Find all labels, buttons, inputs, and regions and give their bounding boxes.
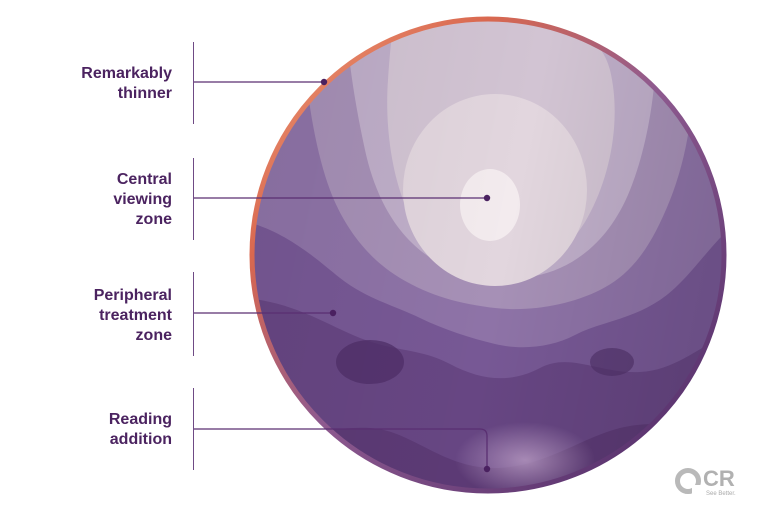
label-peripheral-treatment-zone: Peripheral treatment zone [0, 286, 172, 346]
logo-text: CR [703, 466, 735, 491]
lens-shading [252, 19, 724, 491]
leader-lines [194, 81, 488, 469]
dot-thinner [320, 78, 328, 86]
label-line: viewing [113, 191, 172, 208]
label-line: addition [109, 431, 172, 448]
label-divider-thinner [193, 42, 194, 124]
dot-peripheral [329, 309, 337, 317]
dot-central [483, 194, 491, 202]
leader-dots [320, 78, 491, 473]
logo-tagline: See Better. [706, 491, 736, 497]
label-remarkably-thinner: Remarkably thinner [0, 64, 172, 104]
label-line: zone [135, 211, 172, 228]
brand-logo: CR See Better. [675, 466, 745, 500]
lens-zones [252, 19, 724, 491]
label-line: Central [116, 171, 172, 188]
label-line: thinner [117, 85, 172, 102]
label-divider-peripheral [193, 272, 194, 356]
label-divider-reading [193, 388, 194, 470]
lens-rim [249, 16, 727, 494]
logo-q-icon [675, 468, 701, 494]
label-line: Reading [108, 411, 172, 428]
leader-line-reading [194, 428, 488, 469]
label-line: zone [135, 327, 172, 344]
label-line: Peripheral [93, 287, 172, 304]
label-line: Remarkably [81, 65, 172, 82]
label-line: treatment [99, 307, 172, 324]
label-central-viewing-zone: Central viewing zone [0, 170, 172, 230]
label-reading-addition: Reading addition [0, 410, 172, 450]
label-divider-central [193, 158, 194, 240]
dot-reading [483, 465, 491, 473]
